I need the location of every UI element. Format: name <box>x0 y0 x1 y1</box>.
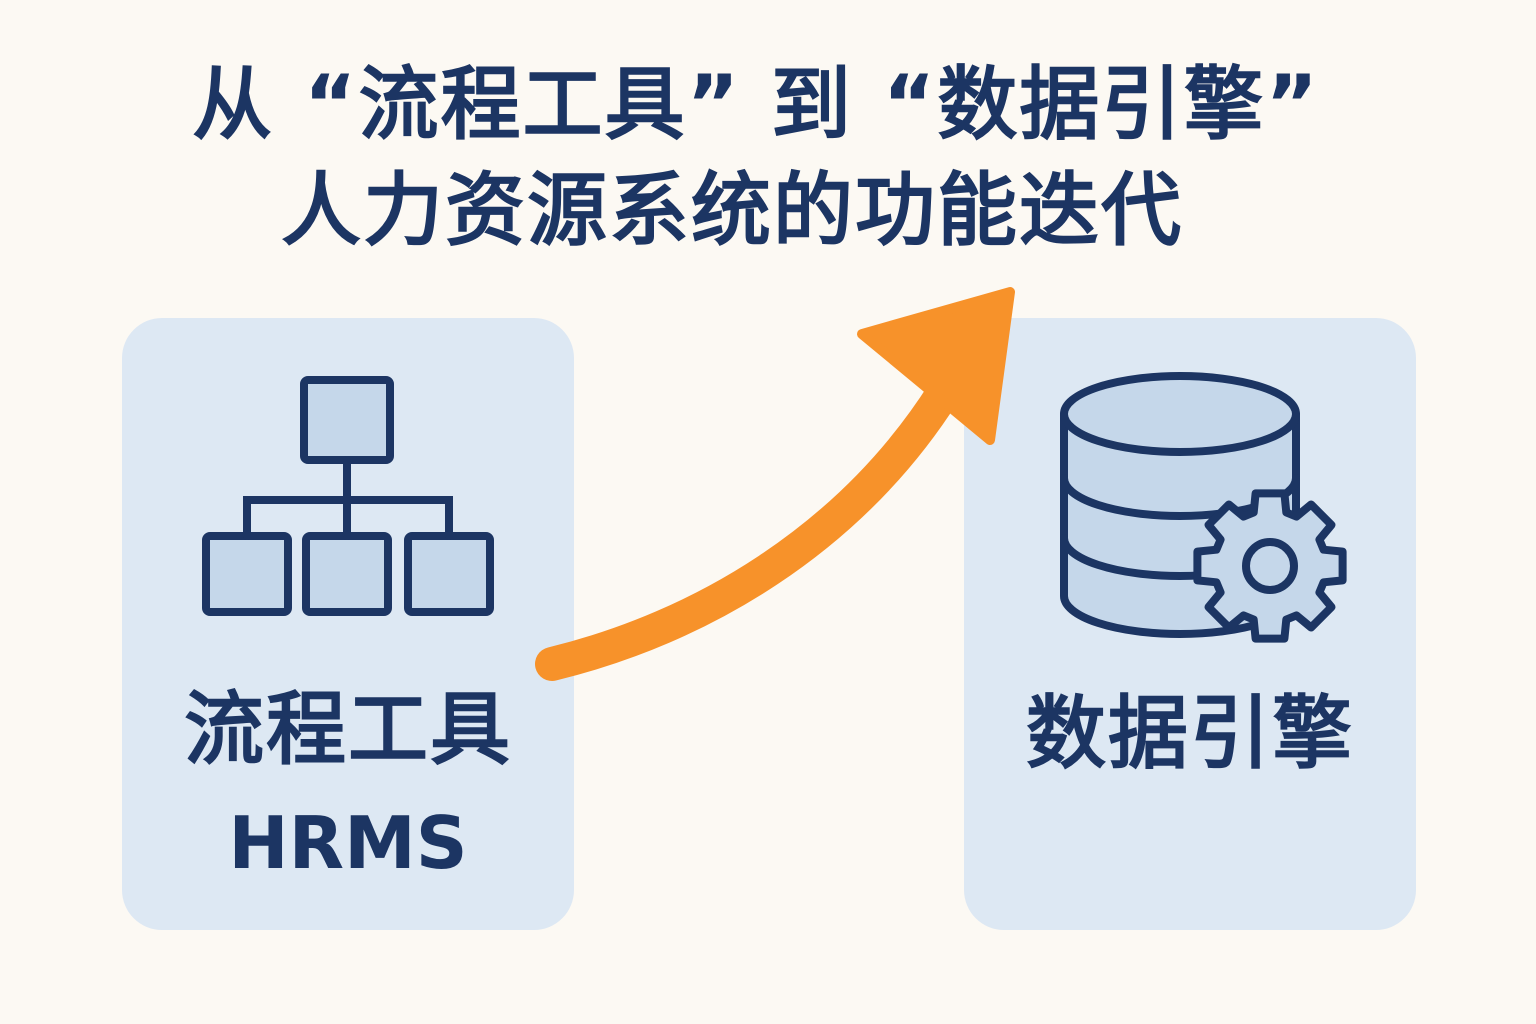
data-engine-label: 数据引擎 <box>1026 687 1354 780</box>
org-chart-icon <box>202 376 494 616</box>
process-tool-card: 流程工具 HRMS <box>122 318 574 930</box>
title-line-2: 人力资源系统的功能迭代 <box>281 164 1183 257</box>
database-gear-icon <box>1060 372 1347 643</box>
hrms-label: HRMS <box>228 801 468 885</box>
title-line-1: 从 “流程工具” 到 “数据引擎” <box>192 58 1320 151</box>
process-tool-label: 流程工具 <box>184 683 512 776</box>
page-title: 从 “流程工具” 到 “数据引擎” 人力资源系统的功能迭代 <box>0 52 1536 264</box>
data-engine-card: 数据引擎 <box>964 318 1416 930</box>
